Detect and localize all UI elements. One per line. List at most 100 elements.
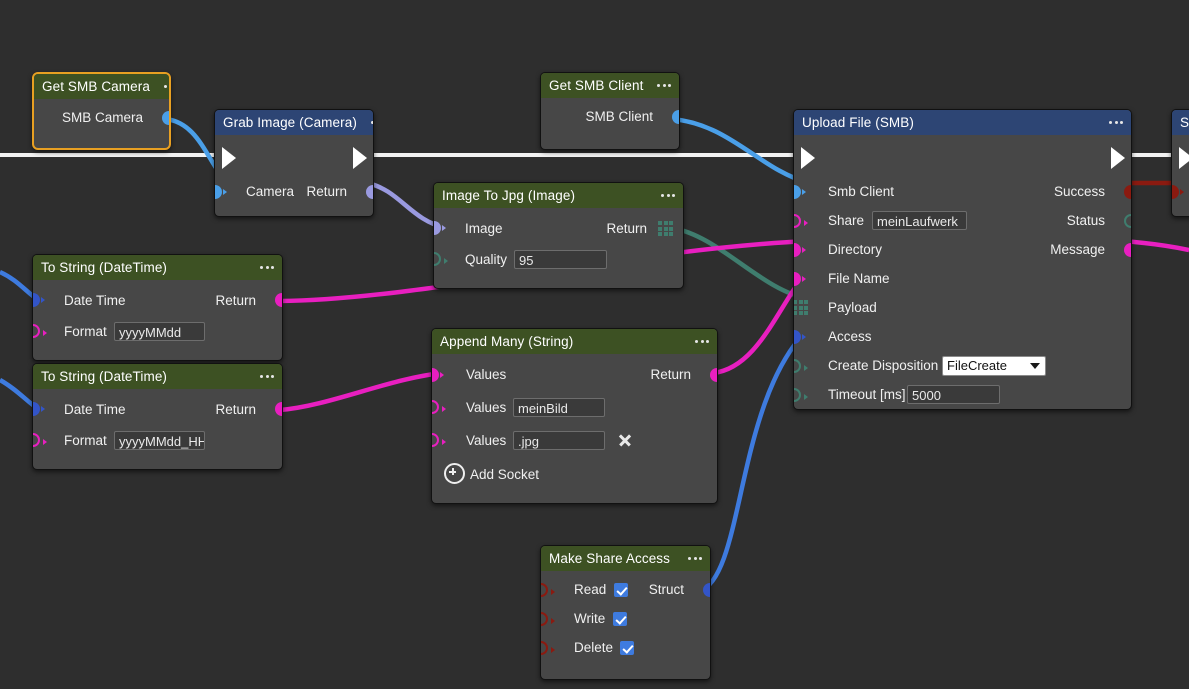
pin-smb-client-output[interactable] — [672, 110, 679, 124]
pin-row-payload[interactable]: Payload — [794, 293, 1131, 322]
pin-row-values-connected[interactable]: Values Return — [432, 358, 717, 391]
pin-format-input[interactable] — [33, 433, 47, 447]
node-menu-icon[interactable] — [657, 84, 672, 87]
node-header[interactable]: Get SMB Camera — [34, 74, 169, 99]
pin-return-output[interactable] — [366, 185, 373, 199]
exec-out-icon[interactable] — [1111, 147, 1125, 169]
exec-out-icon[interactable] — [353, 147, 367, 169]
pin-format-input[interactable] — [33, 324, 47, 338]
node-menu-icon[interactable] — [163, 85, 169, 88]
pin-row-quality[interactable]: Quality 95 — [434, 244, 683, 274]
pin-row-write[interactable]: Write — [541, 604, 710, 633]
exec-row[interactable] — [1172, 139, 1189, 177]
pin-row-delete[interactable]: Delete — [541, 633, 710, 662]
node-to-string-datetime-1[interactable]: To String (DateTime) Date Time Return Fo… — [32, 254, 283, 361]
pin-directory-input[interactable] — [794, 243, 806, 257]
pin-quality-input[interactable] — [434, 252, 448, 266]
pin-write-input[interactable] — [541, 612, 555, 626]
exec-in-icon[interactable] — [801, 147, 815, 169]
pin-row-smb-client-out[interactable]: SMB Client — [541, 102, 679, 131]
chevron-down-icon[interactable] — [1030, 363, 1040, 369]
pin-row-file-name[interactable]: File Name — [794, 264, 1131, 293]
pin-row-date-time[interactable]: Date Time Return — [33, 393, 282, 425]
node-header[interactable]: To String (DateTime) — [33, 364, 282, 389]
pin-image-input[interactable] — [434, 221, 446, 235]
pin-payload-array-input-icon[interactable] — [794, 300, 808, 315]
pin-row-date-time[interactable]: Date Time Return — [33, 284, 282, 316]
pin-row-values-2[interactable]: Values .jpg — [432, 424, 717, 457]
node-header[interactable]: Make Share Access — [541, 546, 710, 571]
node-menu-icon[interactable] — [688, 557, 702, 560]
exec-in-icon[interactable] — [1179, 147, 1189, 169]
node-append-many-string[interactable]: Append Many (String) Values Return Value… — [431, 328, 718, 504]
exec-in-icon[interactable] — [222, 147, 236, 169]
pin-return-output[interactable] — [275, 402, 282, 416]
node-header[interactable]: To String (DateTime) — [33, 255, 282, 280]
node-make-share-access[interactable]: Make Share Access Read Struct Write Dele… — [540, 545, 711, 680]
node-grab-image-camera[interactable]: Grab Image (Camera) Camera Return — [214, 109, 374, 217]
pin-success-output[interactable] — [1124, 185, 1131, 199]
pin-return-array-output-icon[interactable] — [658, 221, 673, 236]
pin-offscreen-input[interactable] — [1172, 185, 1184, 199]
pin-row-offscreen-in[interactable] — [1172, 177, 1189, 206]
pin-row-smb-camera-out[interactable]: SMB Camera — [34, 103, 169, 132]
pin-date-time-input[interactable] — [33, 293, 45, 307]
pin-values-input-2[interactable] — [432, 433, 446, 447]
format-input-field[interactable]: yyyyMMdd_HH — [114, 431, 205, 450]
pin-row-image[interactable]: Image Return — [434, 212, 683, 244]
pin-delete-input[interactable] — [541, 641, 555, 655]
node-header[interactable]: Get SMB Client — [541, 73, 679, 98]
pin-row-format[interactable]: Format yyyyMMdd — [33, 316, 282, 346]
pin-row-read[interactable]: Read Struct — [541, 575, 710, 604]
pin-return-output[interactable] — [710, 368, 717, 382]
node-get-smb-client[interactable]: Get SMB Client SMB Client — [540, 72, 680, 150]
values-input-field-1[interactable]: meinBild — [513, 398, 605, 417]
pin-row-smb-client[interactable]: Smb Client Success — [794, 177, 1131, 206]
pin-row-timeout[interactable]: Timeout [ms] 5000 — [794, 380, 1131, 409]
pin-camera-input[interactable] — [215, 185, 227, 199]
node-offscreen-right[interactable]: S — [1171, 109, 1189, 217]
pin-struct-output[interactable] — [703, 583, 710, 597]
pin-create-disposition-input[interactable] — [794, 359, 808, 373]
pin-row-directory[interactable]: Directory Message — [794, 235, 1131, 264]
exec-row[interactable] — [215, 139, 373, 177]
values-input-field-2[interactable]: .jpg — [513, 431, 605, 450]
node-menu-icon[interactable] — [695, 340, 709, 343]
pin-row-access[interactable]: Access — [794, 322, 1131, 351]
pin-row-camera[interactable]: Camera Return — [215, 177, 373, 206]
node-header[interactable]: Grab Image (Camera) — [215, 110, 373, 135]
delete-checkbox[interactable] — [620, 641, 634, 655]
pin-access-input[interactable] — [794, 330, 806, 344]
write-checkbox[interactable] — [613, 612, 627, 626]
pin-status-output[interactable] — [1124, 214, 1131, 228]
node-menu-icon[interactable] — [260, 266, 274, 269]
pin-smb-client-input[interactable] — [794, 185, 806, 199]
node-header[interactable]: Upload File (SMB) — [794, 110, 1131, 135]
pin-row-create-disposition[interactable]: Create Disposition FileCreate — [794, 351, 1131, 380]
quality-input-field[interactable]: 95 — [514, 250, 607, 269]
pin-timeout-input[interactable] — [794, 388, 808, 402]
node-header[interactable]: Image To Jpg (Image) — [434, 183, 683, 208]
add-socket-icon[interactable] — [444, 463, 465, 484]
node-menu-icon[interactable] — [1109, 121, 1123, 124]
share-input-field[interactable]: meinLaufwerk — [872, 211, 967, 230]
pin-file-name-input[interactable] — [794, 272, 806, 286]
pin-smb-camera-output[interactable] — [162, 111, 169, 125]
pin-read-input[interactable] — [541, 583, 555, 597]
pin-date-time-input[interactable] — [33, 402, 45, 416]
pin-values-input-1[interactable] — [432, 400, 446, 414]
remove-socket-icon[interactable] — [617, 433, 632, 448]
read-checkbox[interactable] — [614, 583, 628, 597]
pin-row-values-1[interactable]: Values meinBild — [432, 391, 717, 424]
pin-row-share[interactable]: Share meinLaufwerk Status — [794, 206, 1131, 235]
timeout-input-field[interactable]: 5000 — [907, 385, 1000, 404]
node-menu-icon[interactable] — [370, 121, 373, 124]
create-disposition-select[interactable]: FileCreate — [942, 356, 1046, 376]
pin-share-input[interactable] — [794, 214, 808, 228]
node-header[interactable]: Append Many (String) — [432, 329, 717, 354]
node-menu-icon[interactable] — [260, 375, 274, 378]
node-to-string-datetime-2[interactable]: To String (DateTime) Date Time Return Fo… — [32, 363, 283, 470]
pin-return-output[interactable] — [275, 293, 282, 307]
node-upload-file-smb[interactable]: Upload File (SMB) Smb Client Success Sha… — [793, 109, 1132, 410]
